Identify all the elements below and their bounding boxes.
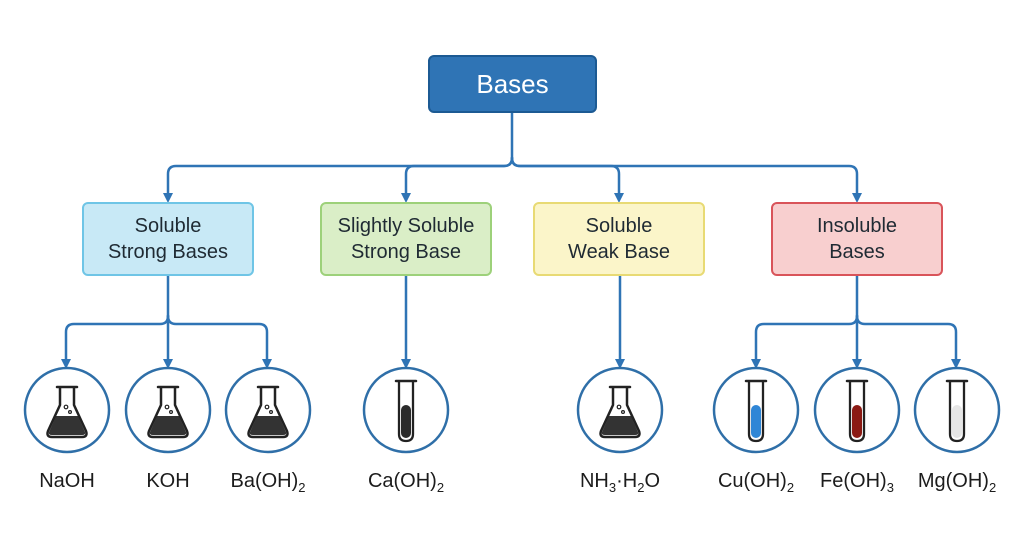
compound-label: Ca(OH)2: [367, 470, 445, 495]
test-tube-icon: [712, 366, 800, 454]
root-node-bases: Bases: [428, 55, 597, 113]
category-label-line1: Soluble: [585, 215, 653, 237]
compound-label: KOH: [146, 470, 190, 492]
compound-label: Ba(OH)2: [230, 470, 306, 495]
compound-label: NH3·H2O: [579, 470, 661, 495]
category-insoluble-bases: Insoluble Bases: [771, 202, 943, 276]
category-label-line2: Strong Base: [350, 241, 462, 263]
connector-to-slightly-soluble: [401, 156, 514, 203]
erlenmeyer-flask-icon: [576, 366, 664, 454]
test-tube-icon: [813, 366, 901, 454]
category-label-line1: Slightly Soluble: [337, 215, 475, 237]
connector-to-insoluble: [510, 156, 862, 203]
connector-to-mgoh2: [855, 314, 961, 369]
root-label: Bases: [476, 69, 549, 99]
category-soluble-weak-base: Soluble Weak Base: [533, 202, 705, 276]
erlenmeyer-flask-icon: [23, 366, 111, 454]
erlenmeyer-flask-icon: [124, 366, 212, 454]
category-label-line2: Bases: [829, 241, 885, 263]
test-tube-icon: [362, 366, 450, 454]
compound-label: Mg(OH)2: [917, 470, 997, 495]
category-label-line2: Weak Base: [568, 241, 670, 263]
connector-to-baoh2: [166, 314, 272, 369]
compound-label: NaOH: [39, 470, 95, 492]
compound-label: Cu(OH)2: [717, 470, 795, 495]
category-label-line2: Strong Bases: [107, 241, 229, 263]
category-label-line1: Soluble: [134, 215, 202, 237]
category-soluble-strong-bases: Soluble Strong Bases: [82, 202, 254, 276]
erlenmeyer-flask-icon: [224, 366, 312, 454]
test-tube-icon: [913, 366, 1001, 454]
category-label-line1: Insoluble: [816, 215, 898, 237]
compound-label: Fe(OH)3: [820, 470, 894, 495]
category-slightly-soluble-strong-base: Slightly Soluble Strong Base: [320, 202, 492, 276]
